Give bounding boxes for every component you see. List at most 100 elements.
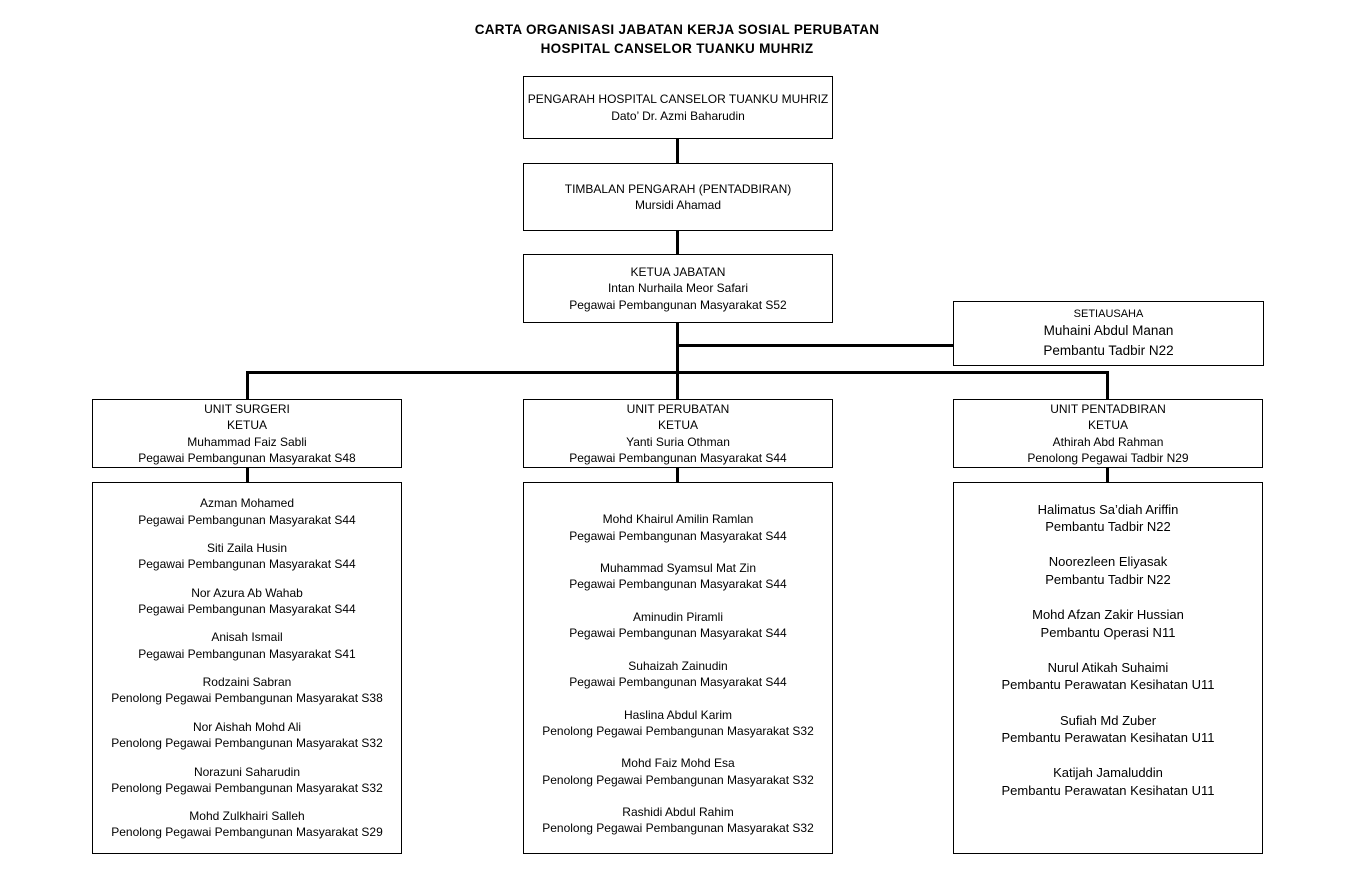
secretary-grade: Pembantu Tadbir N22	[1043, 342, 1174, 358]
staff-grade: Pegawai Pembangunan Masyarakat S44	[569, 528, 787, 543]
staff-grade: Penolong Pegawai Pembangunan Masyarakat …	[111, 691, 383, 706]
unit-surgeri-head-name: Muhammad Faiz Sabli	[187, 434, 307, 449]
unit-perubatan-head-grade: Pegawai Pembangunan Masyarakat S44	[569, 450, 787, 465]
staff-name: Mohd Faiz Mohd Esa	[621, 756, 735, 771]
connector-drop-surgeri	[246, 371, 249, 400]
unit-pentadbiran-role: KETUA	[1087, 418, 1128, 433]
unit-perubatan-title: UNIT PERUBATAN	[626, 402, 730, 417]
connector-stub-surgeri	[246, 467, 249, 483]
connector-hod-bus	[676, 322, 679, 373]
staff-grade: Pegawai Pembangunan Masyarakat S44	[569, 626, 787, 641]
staff-name: Haslina Abdul Karim	[623, 707, 733, 722]
staff-grade: Penolong Pegawai Pembangunan Masyarakat …	[542, 772, 814, 787]
head-of-department-box: KETUA JABATAN Intan Nurhaila Meor Safari…	[523, 254, 833, 323]
staff-grade: Pegawai Pembangunan Masyarakat S44	[138, 512, 356, 527]
staff-name: Azman Mohamed	[199, 496, 295, 511]
staff-name: Anisah Ismail	[211, 630, 283, 645]
staff-grade: Penolong Pegawai Pembangunan Masyarakat …	[111, 736, 383, 751]
connector-director-deputy	[676, 138, 679, 164]
connector-stub-perubatan	[676, 467, 679, 483]
secretary-name: Muhaini Abdul Manan	[1043, 323, 1174, 339]
connector-stub-pentadbiran	[1106, 467, 1109, 483]
connector-secretary-branch	[677, 344, 954, 347]
staff-grade: Pembantu Perawatan Kesihatan U11	[1001, 730, 1215, 746]
staff-grade: Penolong Pegawai Pembangunan Masyarakat …	[542, 821, 814, 836]
deputy-director-title: TIMBALAN PENGARAH (PENTADBIRAN)	[564, 181, 792, 196]
deputy-director-box: TIMBALAN PENGARAH (PENTADBIRAN) Mursidi …	[523, 163, 833, 231]
director-box: PENGARAH HOSPITAL CANSELOR TUANKU MUHRIZ…	[523, 76, 833, 139]
staff-name: Noorezleen Eliyasak	[1048, 554, 1168, 570]
staff-grade: Pegawai Pembangunan Masyarakat S41	[138, 646, 356, 661]
head-of-department-title: KETUA JABATAN	[630, 265, 726, 280]
secretary-box: SETIAUSAHA Muhaini Abdul Manan Pembantu …	[953, 301, 1264, 366]
staff-grade: Pegawai Pembangunan Masyarakat S44	[138, 557, 356, 572]
staff-name: Nurul Atikah Suhaimi	[1047, 659, 1169, 675]
staff-name: Muhammad Syamsul Mat Zin	[599, 561, 757, 576]
director-title: PENGARAH HOSPITAL CANSELOR TUANKU MUHRIZ	[527, 92, 829, 107]
staff-name: Halimatus Sa’diah Ariffin	[1037, 501, 1179, 517]
connector-drop-pentadbiran	[1106, 371, 1109, 400]
staff-name: Mohd Afzan Zakir Hussian	[1032, 607, 1184, 623]
unit-pentadbiran-head-name: Athirah Abd Rahman	[1052, 434, 1164, 449]
staff-name: Aminudin Piramli	[632, 610, 724, 625]
unit-surgeri-head-grade: Pegawai Pembangunan Masyarakat S48	[138, 450, 356, 465]
unit-pentadbiran-title: UNIT PENTADBIRAN	[1050, 402, 1166, 417]
staff-grade: Penolong Pegawai Pembangunan Masyarakat …	[542, 723, 814, 738]
unit-surgeri-title: UNIT SURGERI	[204, 402, 290, 417]
staff-name: Nor Azura Ab Wahab	[191, 585, 303, 600]
director-name: Dato’ Dr. Azmi Baharudin	[611, 108, 745, 123]
unit-perubatan-head-name: Yanti Suria Othman	[626, 434, 730, 449]
staff-grade: Pembantu Tadbir N22	[1045, 519, 1171, 535]
staff-name: Norazuni Saharudin	[193, 764, 301, 779]
unit-perubatan-header-box: UNIT PERUBATAN KETUA Yanti Suria Othman …	[523, 399, 833, 468]
head-of-department-grade: Pegawai Pembangunan Masyarakat S52	[569, 297, 787, 312]
staff-grade: Pembantu Operasi N11	[1040, 624, 1176, 640]
staff-name: Mohd Zulkhairi Salleh	[189, 809, 305, 824]
staff-name: Siti Zaila Husin	[206, 541, 288, 556]
staff-name: Rashidi Abdul Rahim	[622, 805, 734, 820]
unit-pentadbiran-header-box: UNIT PENTADBIRAN KETUA Athirah Abd Rahma…	[953, 399, 1263, 468]
chart-title-line1: CARTA ORGANISASI JABATAN KERJA SOSIAL PE…	[474, 22, 880, 37]
staff-name: Mohd Khairul Amilin Ramlan	[602, 512, 754, 527]
staff-grade: Pegawai Pembangunan Masyarakat S44	[569, 675, 787, 689]
staff-grade: Pegawai Pembangunan Masyarakat S44	[138, 601, 356, 616]
staff-grade: Pembantu Perawatan Kesihatan U11	[1001, 677, 1215, 693]
unit-surgeri-role: KETUA	[226, 418, 267, 433]
chart-title: CARTA ORGANISASI JABATAN KERJA SOSIAL PE…	[0, 21, 1354, 59]
staff-name: Suhaizah Zainudin	[628, 658, 728, 673]
connector-drop-perubatan	[676, 371, 679, 400]
unit-surgeri-header-box: UNIT SURGERI KETUA Muhammad Faiz Sabli P…	[92, 399, 402, 468]
deputy-director-name: Mursidi Ahamad	[634, 198, 722, 212]
staff-grade: Penolong Pegawai Pembangunan Masyarakat …	[111, 825, 383, 840]
staff-name: Nor Aishah Mohd Ali	[192, 719, 302, 734]
staff-name: Katijah Jamaluddin	[1053, 765, 1163, 781]
secretary-title: SETIAUSAHA	[1073, 307, 1144, 320]
staff-grade: Pembantu Perawatan Kesihatan U11	[1001, 782, 1215, 798]
unit-pentadbiran-head-grade: Penolong Pegawai Tadbir N29	[1027, 450, 1189, 465]
head-of-department-name: Intan Nurhaila Meor Safari	[607, 281, 749, 296]
staff-name: Rodzaini Sabran	[202, 675, 292, 690]
staff-name: Sufiah Md Zuber	[1059, 712, 1157, 728]
unit-perubatan-role: KETUA	[657, 418, 698, 433]
